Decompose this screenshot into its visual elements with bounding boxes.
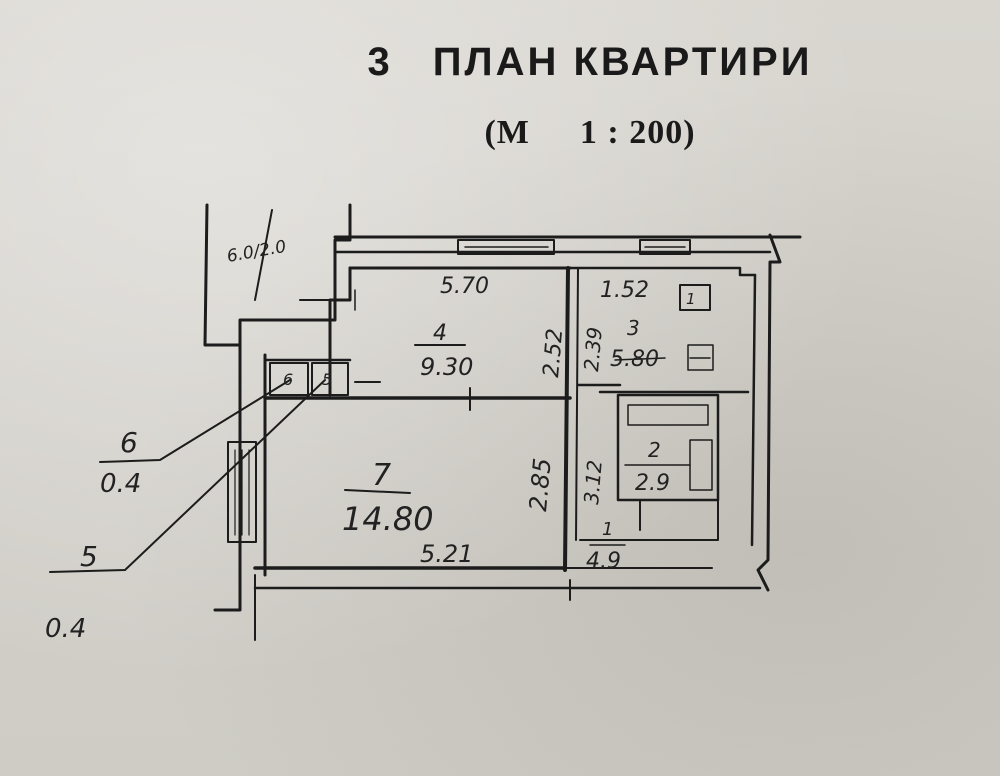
leader-line-closet-5 — [49, 379, 326, 573]
stove-mark: 1 — [686, 290, 696, 308]
page-title: 3 ПЛАН КВАРТИРИ — [0, 40, 1000, 85]
room-1-number: 1 — [602, 519, 613, 540]
closet-6-number: 6 — [120, 426, 138, 459]
room-1-width: 3.12 — [579, 459, 607, 505]
outer-wall-right — [756, 233, 782, 592]
room-7-length: 5.21 — [420, 540, 473, 568]
leader-line-closet-6 — [99, 379, 291, 463]
room-2-area: 2.9 — [635, 471, 670, 496]
scale-value: 1 : 200) — [579, 114, 696, 151]
room-1-area: 4.9 — [586, 549, 621, 574]
room-3-length: 1.52 — [600, 278, 649, 303]
closet-5-box — [311, 362, 349, 396]
title-text: ПЛАН КВАРТИРИ — [432, 40, 813, 84]
balcony-outline — [203, 203, 352, 347]
room-7-area: 14.80 — [342, 500, 434, 538]
room-7-width: 2.85 — [524, 457, 557, 513]
bathroom-block — [616, 393, 720, 502]
scale-label: (М 1 : 200) — [0, 114, 1000, 152]
room-3-number: 3 — [627, 316, 640, 340]
closet-6-box-label: 6 — [283, 370, 293, 389]
window-room-7 — [227, 441, 257, 543]
room-2-number: 2 — [648, 438, 661, 462]
room-7-number: 7 — [372, 458, 391, 493]
scale-prefix: (М — [484, 114, 530, 151]
closet-6-box — [269, 362, 309, 396]
closet-5-box-label: 5 — [322, 370, 332, 389]
room-4-length: 5.70 — [440, 274, 489, 299]
room-4-width: 2.52 — [539, 328, 568, 379]
closet-5-area: 0.4 — [45, 614, 86, 644]
room-4-number: 4 — [433, 321, 447, 346]
window-room-3 — [639, 239, 691, 255]
window-room-4 — [457, 239, 555, 255]
room-4-area: 9.30 — [420, 353, 473, 381]
closet-6-area: 0.4 — [100, 469, 141, 499]
balcony-label: 6.0/2.0 — [225, 237, 287, 267]
wall-room7-room1 — [563, 266, 570, 572]
room-3-area: 5.80 — [610, 347, 659, 372]
room-3-width: 2.39 — [579, 326, 607, 372]
stove-box — [679, 284, 711, 311]
closet-5-number: 5 — [80, 540, 98, 573]
title-number: 3 — [367, 40, 393, 84]
